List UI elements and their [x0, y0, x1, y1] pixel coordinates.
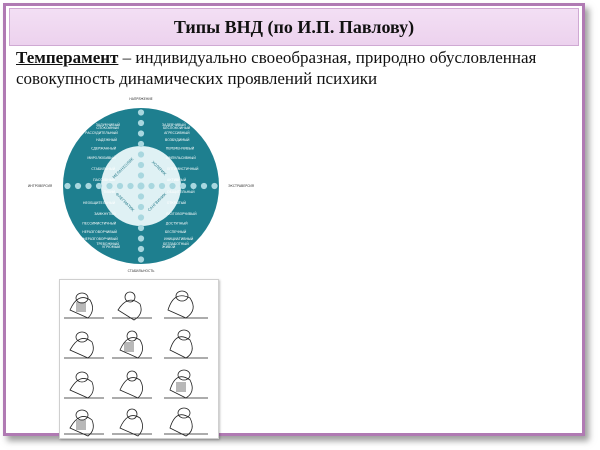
axis-dot — [200, 182, 208, 190]
axis-label-top: НАПРЯЖЕНИЕ — [129, 97, 152, 101]
trait-label: ЗАДУМЧИВЫЙ — [96, 122, 121, 127]
axis-dot — [137, 193, 145, 200]
trait-label: ОБЩИТЕЛЬНЫЙ — [167, 189, 195, 194]
axis-dot — [116, 182, 124, 190]
trait-label: НАДЕЖНЫЙ — [96, 137, 117, 142]
axis-dot — [137, 140, 145, 148]
trait-label: ИМПУЛЬСИВНЫЙ — [166, 155, 196, 160]
axis-dot — [137, 109, 145, 116]
axis-dot — [190, 182, 197, 190]
temperament-circle-diagram: НАПРЯЖЕНИЕ СТАБИЛЬНОСТЬ ИНТРОВЕРСИЯ ЭКСТ… — [26, 96, 256, 276]
axis-dot — [211, 182, 218, 190]
axis-dot — [137, 224, 145, 232]
axis-label-right: ЭКСТРАВЕРСИЯ — [228, 184, 254, 188]
axis-dot — [137, 256, 145, 263]
trait-label: АГРЕССИВНЫЙ — [164, 130, 190, 135]
slide: Типы ВНД (по И.П. Павлову) Темперамент –… — [3, 3, 585, 439]
trait-label: ОПТИМИСТИЧНЫЙ — [167, 166, 199, 171]
axis-dot — [127, 182, 134, 190]
definition-paragraph: Темперамент – индивидуально своеобразная… — [16, 47, 576, 89]
trait-label: АКТИВНЫЙ — [167, 177, 187, 182]
trait-label: ПЕССИМИСТИЧНЫЙ — [82, 221, 116, 226]
temperament-cartoon-image — [59, 279, 219, 439]
axis-label-bottom: СТАБИЛЬНОСТЬ — [128, 269, 155, 273]
trait-label: ПАССИВНЫЙ — [93, 177, 115, 182]
trait-label: ТРЕВОЖНЫЙ — [96, 241, 120, 246]
trait-label: БЕСПЕЧНЫЙ — [165, 229, 187, 234]
trait-label: НЕОБЩИТЕЛЬНЫЙ — [83, 200, 116, 205]
trait-label: СДЕРЖАННЫЙ — [91, 145, 117, 150]
trait-label: БЕСПОКОЙНЫЙ — [163, 125, 191, 130]
axis-dot — [137, 214, 145, 221]
axis-dot — [179, 182, 187, 190]
axis-dot-center — [137, 182, 145, 190]
trait-label: ИНИЦИАТИВНЫЙ — [164, 236, 194, 241]
axis-dot — [106, 182, 113, 190]
axis-dot — [137, 245, 145, 253]
axis-dot — [169, 182, 176, 190]
trait-label: ПЕРЕМЕНЧИВЫЙ — [166, 145, 195, 150]
definition-term: Темперамент — [16, 48, 119, 67]
trait-label: УГРЮМЫЙ — [102, 244, 120, 249]
axis-dot — [137, 151, 145, 158]
title-bar: Типы ВНД (по И.П. Павлову) — [9, 8, 579, 46]
axis-dot — [148, 182, 155, 190]
trait-label: ТИХИЙ — [102, 189, 115, 194]
trait-label: СТАБИЛЬНЫЙ — [91, 166, 115, 171]
trait-label: ЗАМКНУТЫЙ — [94, 211, 116, 216]
definition-text: – индивидуально своеобразная, природно о… — [16, 48, 537, 88]
axis-dot — [74, 182, 82, 190]
axis-dot — [95, 182, 103, 190]
trait-label: РАССУДИТЕЛЬНЫЙ — [85, 130, 118, 135]
axis-dot — [137, 203, 145, 211]
axis-dot — [137, 172, 145, 179]
axis-dot — [137, 130, 145, 137]
axis-dot — [137, 119, 145, 127]
trait-label: БЕЗЗАБОТНЫЙ — [163, 241, 189, 246]
trait-label: НЕРАЗГОВОРЧИВЫЙ — [83, 236, 118, 241]
trait-label: ДОСТУПНЫЙ — [166, 221, 188, 226]
trait-label: РАЗГОВОРЧИВЫЙ — [166, 211, 197, 216]
cartoon-figures — [64, 290, 208, 437]
axis-dot — [137, 161, 145, 169]
trait-label: ЗАДЕВЧИВЫЙ — [162, 122, 186, 127]
axis-dots — [64, 109, 218, 263]
axis-label-left: ИНТРОВЕРСИЯ — [28, 184, 52, 188]
axis-dot — [64, 182, 71, 190]
trait-label: МИРОЛЮБИВЫЙ — [87, 155, 116, 160]
slide-title: Типы ВНД (по И.П. Павлову) — [173, 16, 415, 37]
axis-dot — [158, 182, 166, 190]
temperament-circle-svg: НАПРЯЖЕНИЕ СТАБИЛЬНОСТЬ ИНТРОВЕРСИЯ ЭКСТ… — [28, 97, 254, 273]
trait-label: СПОКОЙНЫЙ — [96, 125, 119, 130]
trait-label: ЖИВОЙ — [162, 244, 176, 249]
axis-dot — [85, 182, 92, 190]
trait-label: ОТКРЫТЫЙ — [167, 200, 187, 205]
trait-label: НЕРАЗГОВОРЧИВЫЙ — [82, 229, 117, 234]
axis-dot — [137, 235, 145, 242]
trait-label: ВОЗБУДИМЫЙ — [165, 137, 190, 142]
